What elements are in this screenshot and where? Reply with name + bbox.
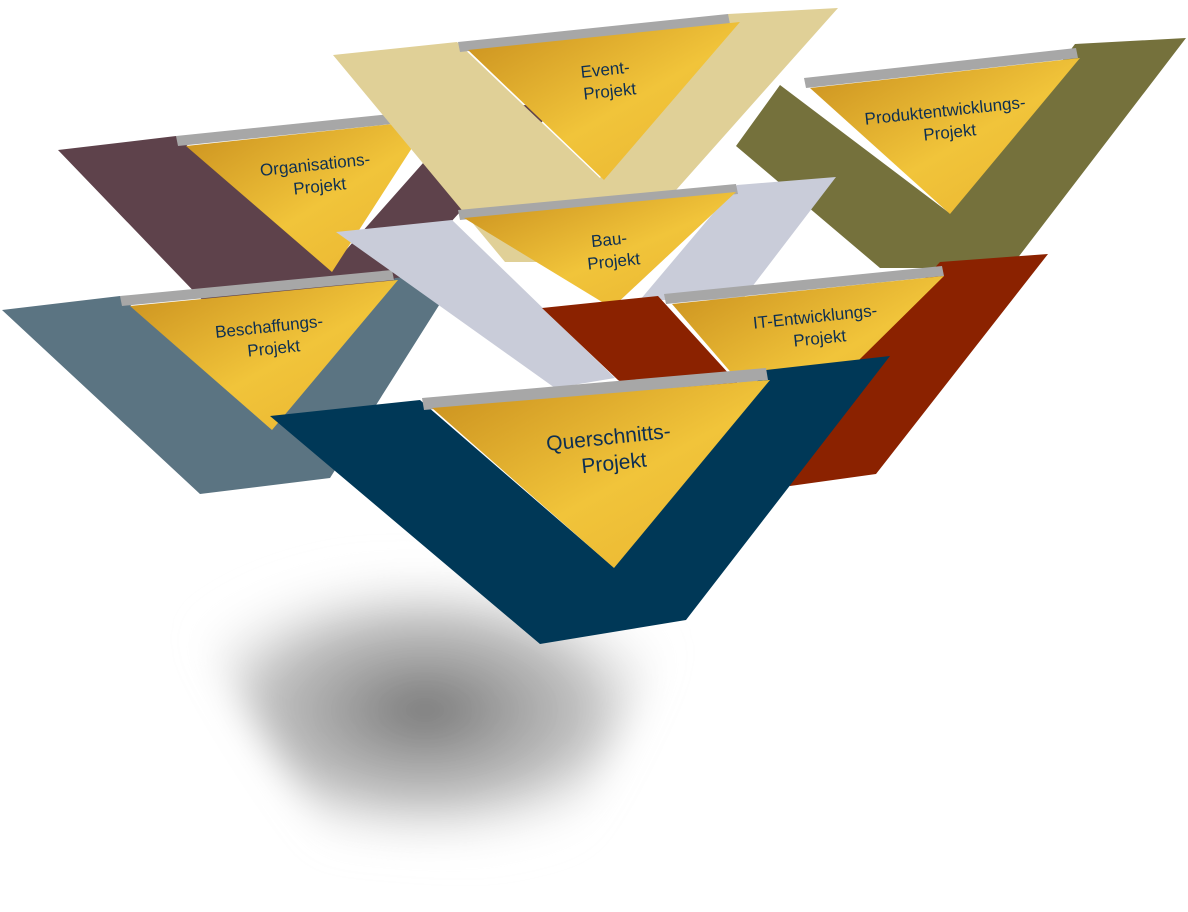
module-bau: Bau- Projekt xyxy=(336,177,836,388)
module-querschnitt: Querschnitts- Projekt xyxy=(270,356,890,644)
triangle-bau xyxy=(464,192,736,308)
triangle-produktentwicklung xyxy=(810,58,1080,214)
triangle-querschnitt xyxy=(432,380,770,568)
edge-produktentwicklung xyxy=(804,48,1078,88)
triangle-event xyxy=(468,22,740,180)
module-it-entwicklung: IT-Entwicklungs- Projekt xyxy=(542,254,1048,486)
edge-beschaffung xyxy=(120,270,394,306)
band-querschnitt xyxy=(270,356,890,644)
band-bau-right xyxy=(640,177,836,300)
triangle-it-entwicklung xyxy=(672,276,944,434)
band-produktentwicklung xyxy=(736,38,1186,268)
edge-organisations xyxy=(176,112,412,146)
edge-bau xyxy=(458,184,738,220)
edge-event xyxy=(458,14,730,52)
band-bau xyxy=(336,220,615,388)
triangle-organisations xyxy=(186,120,430,272)
band-it-entwicklung xyxy=(542,254,1048,486)
edge-querschnitt xyxy=(422,368,768,410)
edge-it-entwicklung xyxy=(664,266,944,304)
module-produktentwicklung: Produktentwicklungs- Projekt xyxy=(736,38,1186,268)
triangle-beschaffung xyxy=(130,280,398,430)
svg-text:Event- Projekt: Event- Projekt xyxy=(580,57,638,103)
module-event: Event- Projekt xyxy=(333,8,838,262)
band-event xyxy=(333,8,838,262)
label-bau-line1: Bau- xyxy=(590,228,628,251)
